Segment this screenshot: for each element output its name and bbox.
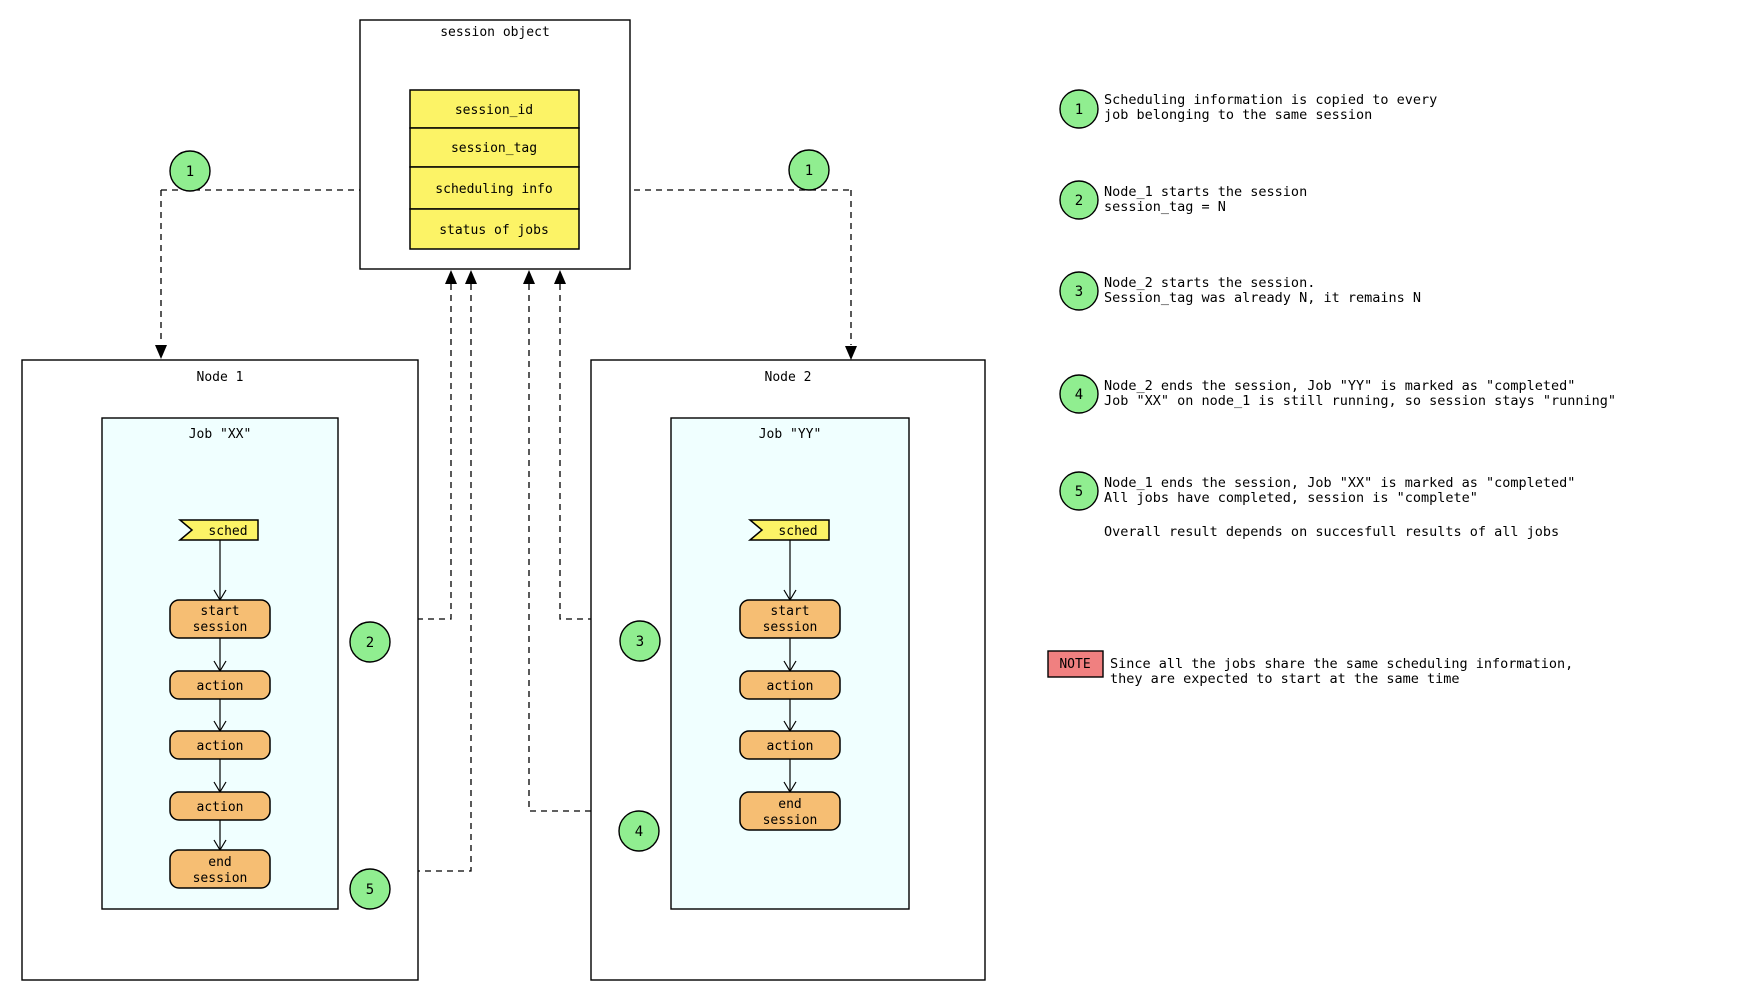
session-row-status-of-jobs: status of jobs (439, 223, 549, 238)
arrowhead-up-1-icon (445, 270, 457, 284)
annotation-4-num: 4 (1075, 387, 1083, 403)
annotation-1-line2: job belonging to the same session (1104, 107, 1372, 123)
footnote-text: Overall result depends on succesfull res… (1104, 524, 1559, 540)
session-object-title: session object (440, 25, 550, 40)
arrowhead-up-4-icon (554, 270, 566, 284)
arrowhead-up-3-icon (523, 270, 535, 284)
session-row-session-tag-box (409, 127, 580, 168)
arrowhead-down-node1-icon (155, 345, 167, 359)
job-xx-title: Job "XX" (189, 427, 252, 442)
badge-4 (618, 810, 660, 852)
diagram-badges: 1 1 2 3 4 5 (169, 149, 830, 910)
note-line1: Since all the jobs share the same schedu… (1110, 656, 1573, 672)
annotation-3-line2: Session_tag was already N, it remains N (1104, 290, 1421, 306)
node1: Node 1 Job "XX" sched start session acti… (21, 359, 419, 981)
badge-5 (349, 868, 391, 910)
badge-1-right (788, 149, 830, 191)
node2: Node 2 Job "YY" sched start session acti… (590, 359, 986, 981)
annotation-1-line1: Scheduling information is copied to ever… (1104, 92, 1437, 108)
annotation-5-line2: All jobs have completed, session is "com… (1104, 490, 1478, 506)
annotation-5-num: 5 (1075, 484, 1083, 500)
session-row-status-of-jobs-box (409, 208, 580, 250)
annotation-5: 5 Node_1 ends the session, Job "XX" is m… (1059, 471, 1575, 511)
session-object: session object session_id session_tag sc… (359, 19, 631, 270)
xx-sched-flag (177, 519, 259, 541)
yy-end-session-label2: session (763, 813, 818, 828)
xx-end-session-box (169, 849, 271, 889)
yy-start-session-label1: start (770, 604, 809, 619)
annotation-2-line2: session_tag = N (1104, 199, 1226, 215)
badge-1-right-num: 1 (805, 163, 813, 179)
note-label: NOTE (1059, 657, 1090, 672)
annotation-4-line1: Node_2 ends the session, Job "YY" is mar… (1104, 378, 1575, 394)
badge-4-num: 4 (635, 824, 643, 840)
badge-1-left (169, 150, 211, 192)
session-row-session-id: session_id (455, 103, 533, 118)
note-line2: they are expected to start at the same t… (1110, 671, 1460, 687)
yy-action2-label: action (767, 739, 814, 754)
xx-action2-label: action (197, 739, 244, 754)
badge-1-left-num: 1 (186, 164, 194, 180)
note-box (1047, 650, 1104, 678)
node1-title: Node 1 (197, 370, 244, 385)
annotation-5-badge (1059, 471, 1099, 511)
yy-end-session-label1: end (778, 797, 801, 812)
annotation-2-line1: Node_1 starts the session (1104, 184, 1307, 200)
xx-action3-label: action (197, 800, 244, 815)
session-row-session-id-box (409, 89, 580, 129)
session-row-scheduling-info: scheduling info (435, 182, 552, 197)
annotation-4-line2: Job "XX" on node_1 is still running, so … (1104, 393, 1616, 409)
job-yy-title: Job "YY" (759, 427, 822, 442)
annotation-2-badge (1059, 180, 1099, 220)
annotation-5-line1: Node_1 ends the session, Job "XX" is mar… (1104, 475, 1575, 491)
annotation-3-num: 3 (1075, 284, 1083, 300)
node2-title: Node 2 (765, 370, 812, 385)
arrowhead-up-2-icon (465, 270, 477, 284)
badge-5-num: 5 (366, 882, 374, 898)
xx-end-session-label1: end (208, 855, 231, 870)
annotation-4-badge (1059, 374, 1099, 414)
xx-end-session-label2: session (193, 871, 248, 886)
annotation-2-num: 2 (1075, 193, 1083, 209)
session-row-session-tag: session_tag (451, 141, 537, 156)
annotation-4: 4 Node_2 ends the session, Job "YY" is m… (1059, 374, 1616, 414)
annotation-1-badge (1059, 89, 1099, 129)
badge-2 (349, 621, 391, 663)
yy-action1-label: action (767, 679, 814, 694)
annotation-1-num: 1 (1075, 102, 1083, 118)
xx-start-session-label1: start (200, 604, 239, 619)
annotation-3: 3 Node_2 starts the session. Session_tag… (1059, 271, 1421, 311)
badge-3-num: 3 (636, 634, 644, 650)
yy-start-session-label2: session (763, 620, 818, 635)
yy-end-session-box (739, 791, 841, 831)
xx-sched-label: sched (208, 524, 247, 539)
annotation-2: 2 Node_1 starts the session session_tag … (1059, 180, 1307, 220)
annotation-3-badge (1059, 271, 1099, 311)
annotation-3-line1: Node_2 starts the session. (1104, 275, 1315, 291)
xx-start-session-label2: session (193, 620, 248, 635)
badge-3 (619, 620, 661, 662)
xx-action1-label: action (197, 679, 244, 694)
badge-2-num: 2 (366, 635, 374, 651)
yy-sched-label: sched (778, 524, 817, 539)
annotation-1: 1 Scheduling information is copied to ev… (1059, 89, 1437, 129)
note-callout: NOTE Since all the jobs share the same s… (1047, 650, 1573, 687)
session-row-scheduling-info-box (409, 166, 580, 210)
arrowhead-down-node2-icon (845, 346, 857, 360)
